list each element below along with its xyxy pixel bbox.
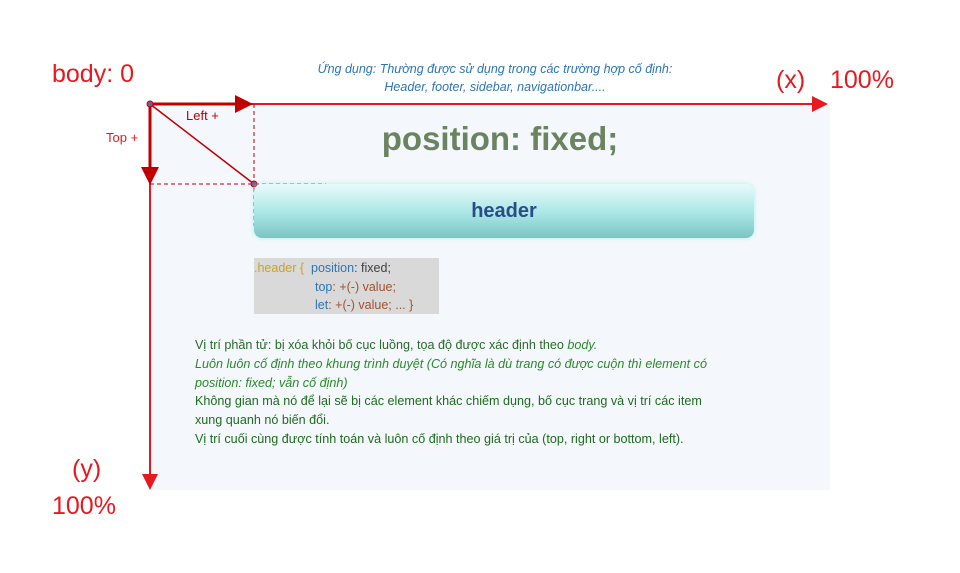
header-box: header: [254, 184, 754, 238]
origin-label: body: 0: [52, 60, 135, 88]
description-line-2: Luôn luôn cố định theo khung trình duyệt…: [195, 356, 707, 371]
y-axis-percent: 100%: [52, 492, 116, 520]
y-axis-label: (y): [72, 455, 102, 483]
origin-point: [146, 100, 154, 108]
description-line-6: Vị trí cuối cùng được tính toán và luôn …: [195, 431, 684, 446]
code-line-1: .header { position: fixed;: [254, 259, 439, 278]
description-line-4: Không gian mà nó để lại sẽ bị các elemen…: [195, 394, 702, 409]
page-title: position: fixed;: [381, 120, 619, 157]
description-line-1-em: body.: [567, 338, 598, 352]
description-line-3: position: fixed; vẫn cố định): [195, 375, 348, 390]
left-offset-label: Left +: [186, 108, 219, 123]
application-note-line1: Ứng dụng: Thường được sử dụng trong các …: [317, 62, 673, 76]
code-line-2: top: +(-) value;: [254, 278, 439, 297]
description: Vị trí phần tử: bị xóa khỏi bố cục luồng…: [195, 336, 795, 449]
code-val-position: : fixed;: [354, 261, 391, 275]
description-line-1: Vị trí phần tử: bị xóa khỏi bố cục luồng…: [195, 336, 795, 355]
description-line-1-text: Vị trí phần tử: bị xóa khỏi bố cục luồng…: [195, 338, 568, 352]
code-snippet: .header { position: fixed; top: +(-) val…: [254, 258, 439, 314]
top-offset-label: Top +: [106, 130, 139, 145]
code-prop-position: position: [311, 261, 355, 275]
code-val-top: : +(-) value;: [332, 279, 396, 294]
code-selector: .header {: [254, 261, 305, 275]
application-note: Ứng dụng: Thường được sử dụng trong các …: [250, 60, 740, 96]
diagonal-line: [149, 103, 255, 185]
x-axis-label: (x): [776, 66, 806, 94]
code-val-let: : +(-) value; ... }: [328, 298, 414, 312]
application-note-line2: Header, footer, sidebar, navigationbar..…: [384, 80, 606, 94]
description-line-5: xung quanh nó biến đổi.: [195, 413, 330, 428]
code-prop-top: top: [315, 279, 333, 294]
x-axis-percent: 100%: [830, 66, 894, 94]
header-box-label: header: [471, 199, 537, 222]
code-line-3: let: +(-) value; ... }: [254, 296, 439, 315]
code-prop-let: let: [315, 298, 329, 312]
